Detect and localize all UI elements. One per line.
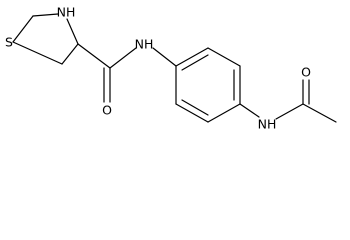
bond-c4-c5: [61, 43, 79, 65]
benzene-ring: [175, 47, 241, 123]
bond-n3-c4: [66, 18, 79, 45]
bond-s-c2: [12, 15, 34, 43]
ring-bond-5: [175, 103, 209, 123]
carboxamide-group: [77, 43, 177, 103]
ring-double-1: [181, 54, 209, 71]
ring-bond-4: [207, 103, 241, 123]
ring-bond-2: [207, 47, 241, 67]
bond-c5-s: [12, 41, 63, 65]
acetamide-nitrogen-label: NH: [258, 117, 277, 132]
ring-nitrogen-label: NH: [57, 5, 76, 20]
bond-nh-acetyl: [275, 103, 304, 120]
bond-carbonyl-nh: [109, 47, 137, 69]
structure-diagram: S NH NH O NH O: [5, 5, 337, 132]
acetyl-oxygen-label: O: [301, 65, 311, 80]
atom-labels: S NH NH O NH O: [5, 5, 311, 132]
ring-double-3: [181, 99, 209, 116]
bond-aryl-nh: [239, 103, 260, 118]
bond-c4-carbonyl: [77, 43, 111, 69]
bond-c2-n3: [32, 13, 59, 17]
bond-acetyl-methyl: [302, 103, 337, 123]
ring-sulfur-label: S: [5, 35, 13, 50]
acetamide-group: [239, 79, 337, 123]
thiazolidine-ring: [12, 13, 79, 65]
amide-nitrogen-label: NH: [135, 37, 154, 52]
bond-nh-aryl: [152, 47, 177, 67]
amide-oxygen-label: O: [102, 103, 112, 118]
ring-bond-1: [175, 47, 209, 67]
